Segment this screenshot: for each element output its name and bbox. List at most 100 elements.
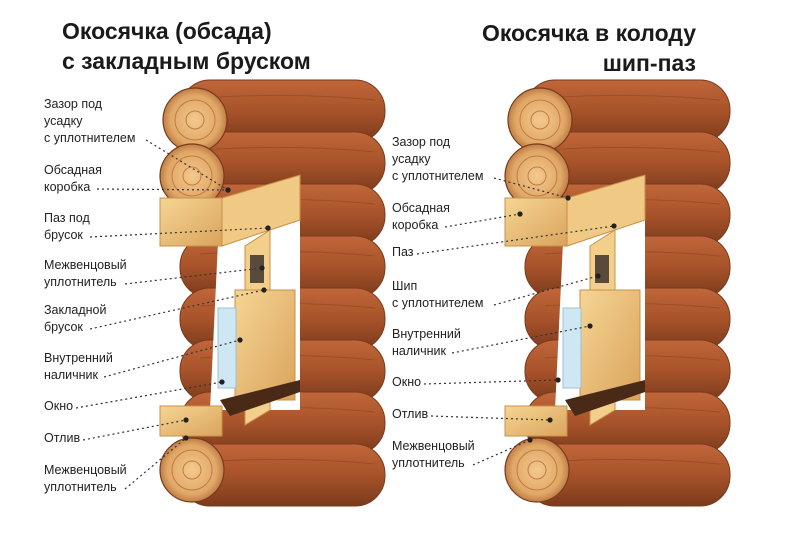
left-label-4-line-0: Закладной — [44, 303, 107, 317]
right-label-7: Межвенцовый уплотнитель — [392, 438, 475, 472]
left-label-2-line-0: Паз под — [44, 211, 90, 225]
right-wall-illustration — [504, 79, 731, 507]
right-label-5: Окно — [392, 374, 421, 391]
right-window-glass — [562, 307, 582, 389]
right-label-0-line-0: Зазор под — [392, 135, 451, 149]
right-window-sill — [565, 380, 645, 416]
right-label-1: Обсадная коробка — [392, 200, 450, 234]
right-label-0-line-1: усадку — [392, 152, 431, 166]
left-label-1-line-0: Обсадная — [44, 163, 102, 177]
leader-lines — [75, 139, 617, 490]
right-title-line2: шип-паз — [602, 50, 696, 76]
right-leader-dot-4 — [587, 323, 593, 329]
left-log-ring-a-1 — [171, 155, 213, 197]
left-label-7: Отлив — [44, 430, 80, 447]
left-log-ring-a-2 — [171, 449, 213, 491]
left-label-0-line-2: с уплотнителем — [44, 131, 136, 145]
right-log-ring-b-2 — [527, 460, 547, 480]
right-label-6: Отлив — [392, 406, 428, 423]
right-leader-dot-5 — [555, 377, 561, 383]
right-log-grain-1 — [544, 146, 721, 153]
right-label-1-line-0: Обсадная — [392, 201, 450, 215]
right-log-ring-b-1 — [527, 166, 547, 186]
right-leader-dot-3 — [595, 273, 601, 279]
left-label-1-line-1: коробка — [44, 180, 91, 194]
left-label-4: Закладной брусок — [44, 302, 107, 336]
right-label-6-line-0: Отлив — [392, 407, 429, 421]
left-leader-0 — [145, 139, 229, 191]
right-leader-5 — [423, 379, 559, 385]
right-label-2-line-0: Паз — [392, 245, 414, 259]
right-seal — [595, 255, 609, 283]
left-leader-dot-2 — [265, 225, 271, 231]
right-leader-2 — [416, 225, 615, 255]
right-leader-7 — [472, 439, 531, 466]
right-window-frame — [579, 289, 641, 401]
left-log-ring-b-2 — [182, 460, 202, 480]
right-leader-4 — [451, 325, 591, 354]
left-log-end-2 — [159, 437, 225, 503]
left-header-top — [221, 174, 301, 247]
left-wall-illustration — [159, 79, 386, 507]
right-label-3-line-0: Шип — [392, 279, 418, 293]
left-label-8: Межвенцовый уплотнитель — [44, 462, 127, 496]
left-leader-dot-1 — [225, 187, 231, 193]
left-label-0-line-1: усадку — [44, 114, 83, 128]
right-leader-dot-0 — [565, 195, 571, 201]
right-label-1-line-1: коробка — [392, 218, 439, 232]
left-leader-dot-5 — [237, 337, 243, 343]
left-seal — [250, 255, 264, 283]
right-label-7-line-0: Межвенцовый — [392, 439, 475, 453]
right-log-ring-a-0 — [519, 99, 561, 141]
right-log-ring-a-2 — [516, 449, 558, 491]
left-log-grain-1 — [199, 146, 376, 153]
left-label-8-line-0: Межвенцовый — [44, 463, 127, 477]
left-label-2: Паз под брусок — [44, 210, 90, 244]
right-label-5-line-0: Окно — [392, 375, 422, 389]
left-log-ring-a-0 — [174, 99, 216, 141]
left-leader-dot-8 — [183, 435, 189, 441]
left-window-sill — [220, 380, 300, 416]
left-log-ring-b-1 — [182, 166, 202, 186]
right-log-grain-0 — [544, 94, 721, 101]
right-label-4-line-1: наличник — [392, 344, 446, 358]
left-leader-dot-6 — [219, 379, 225, 385]
right-log-end-2 — [504, 437, 570, 503]
left-leader-dot-4 — [261, 287, 267, 293]
left-leader-dot-3 — [259, 265, 265, 271]
right-label-7-line-1: уплотнитель — [392, 456, 465, 470]
left-label-7-line-0: Отлив — [44, 431, 81, 445]
left-leader-5 — [103, 339, 241, 378]
left-label-0-line-0: Зазор под — [44, 97, 103, 111]
right-leader-dot-7 — [527, 437, 533, 443]
left-label-8-line-1: уплотнитель — [44, 480, 117, 494]
left-leader-1 — [96, 188, 229, 191]
left-window-glass — [217, 307, 237, 389]
left-log-ring-b-0 — [185, 110, 205, 130]
left-title-line1: Окосячка (обсада) — [62, 18, 272, 44]
right-label-4-line-0: Внутренний — [392, 327, 461, 341]
right-leader-dot-2 — [611, 223, 617, 229]
right-leader-dot-1 — [517, 211, 523, 217]
right-label-2: Паз — [392, 244, 414, 261]
right-label-3-line-1: с уплотнителем — [392, 296, 484, 310]
left-label-6: Окно — [44, 398, 73, 415]
right-title-line1: Окосячка в колоду — [481, 20, 696, 46]
right-bottom-board — [504, 405, 568, 437]
left-bottom-board — [159, 405, 223, 437]
left-title-line2: с закладным бруском — [62, 48, 311, 74]
left-label-1: Обсадная коробка — [44, 162, 102, 196]
right-log-ring-b-0 — [530, 110, 550, 130]
left-label-2-line-1: брусок — [44, 228, 83, 242]
left-log-end-0 — [162, 87, 228, 153]
left-label-3-line-1: уплотнитель — [44, 275, 117, 289]
left-log-grain-0 — [199, 94, 376, 101]
right-header-top — [566, 174, 646, 247]
right-log-ring-a-1 — [516, 155, 558, 197]
left-label-4-line-1: брусок — [44, 320, 83, 334]
left-label-5-line-1: наличник — [44, 368, 98, 382]
